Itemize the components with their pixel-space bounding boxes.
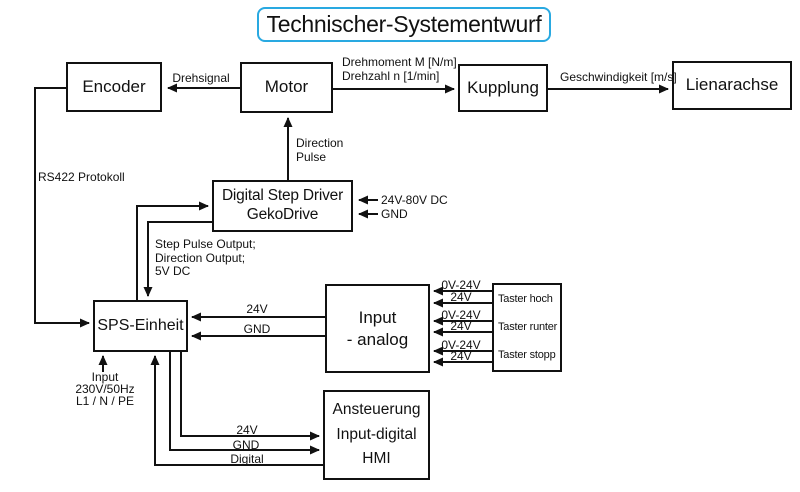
wire-label-analog-24v: 24V [246,302,268,316]
wire-label-taster-3: 24V [450,319,472,333]
node-kupplung: Kupplung [458,64,548,112]
wire-label-hmi-digital: Digital [230,452,264,466]
node-hmi: Ansteuerung Input-digital HMI [323,390,430,480]
node-encoder: Encoder [66,62,162,112]
wire-label-mains-line1: Input [91,370,119,384]
node-input-analog-line1: Input [358,308,397,328]
wire-label-rs422: RS422 Protokoll [38,170,125,184]
node-step-driver: Digital Step Driver GekoDrive [212,180,353,232]
wire-hmi-24v [180,352,320,441]
taster-runter-label: Taster runter [498,320,558,333]
wire-label-hmi-24v: 24V [236,423,258,437]
node-input-analog-line2: - analog [346,329,409,349]
node-step-driver-line1: Digital Step Driver [221,187,344,205]
taster-hoch-label: Taster hoch [498,292,553,305]
wire-label-taster-5: 24V [450,349,472,363]
wire-label-step-pulse-line2: Direction Output; [155,250,246,265]
wire-label-taster-0: 0V-24V [441,278,481,292]
node-linearachse-label: Lienarachse [685,75,779,95]
node-sps-label: SPS-Einheit [97,317,184,335]
node-encoder-label: Encoder [82,76,146,96]
node-kupplung-label: Kupplung [467,77,539,97]
wire-hmi-digital [150,355,323,466]
node-hmi-line1: Ansteuerung [332,400,421,418]
node-sps: SPS-Einheit [93,300,188,352]
wire-sps-driver [136,201,209,300]
wire-label-drehmoment-line1: Drehmoment M [N/m] [342,55,457,69]
page-title: Technischer-Systementwurf [257,7,551,42]
node-motor-label: Motor [264,77,309,97]
wire-label-mains-line2: 230V/50Hz [75,382,135,396]
wire-label-dc-gnd: GND [381,207,408,221]
wire-label-pulse: Pulse [296,150,327,164]
wire-driver-sps [143,221,212,297]
page-title-text: Technischer-Systementwurf [266,10,542,37]
node-input-analog: Input - analog [325,284,430,373]
wire-label-step-pulse: Step Pulse Output; Direction Output; 5V … [155,237,256,279]
wire-rs422 [34,87,90,328]
wire-label-mains-line3: L1 / N / PE [75,394,135,408]
wire-label-direction: Direction [296,136,344,150]
node-step-driver-line2: GekoDrive [246,206,319,223]
node-hmi-line3: HMI [362,450,391,468]
wire-label-step-pulse-line1: Step Pulse Output; [155,237,256,251]
wire-label-direction-pulse: Direction Pulse [296,136,343,164]
wire-label-drehzahl-line2: Drehzahl n [1/min] [342,69,440,83]
wire-label-taster-4: 0V-24V [441,338,481,352]
node-taster-panel: Taster hoch Taster runter Taster stopp [492,283,562,372]
wire-label-step-pulse-line3: 5V DC [155,264,191,278]
wire-label-taster-1: 24V [450,290,472,304]
wire-label-geschwindigkeit: Geschwindigkeit [m/s] [560,70,677,84]
wire-label-drehsignal: Drehsignal [172,71,230,85]
node-linearachse: Lienarachse [672,61,792,110]
wire-label-analog-gnd: GND [243,322,271,336]
wire-label-dc-supply: 24V-80V DC [381,193,448,207]
taster-stopp-label: Taster stopp [498,349,556,362]
node-motor: Motor [240,62,333,113]
node-hmi-line2: Input-digital [336,425,417,443]
wire-label-hmi-gnd: GND [232,438,260,452]
wire-hmi-gnd [169,352,320,455]
wire-label-drehmoment: Drehmoment M [N/m] Drehzahl n [1/min] [342,55,457,83]
wire-label-taster-2: 0V-24V [441,308,481,322]
